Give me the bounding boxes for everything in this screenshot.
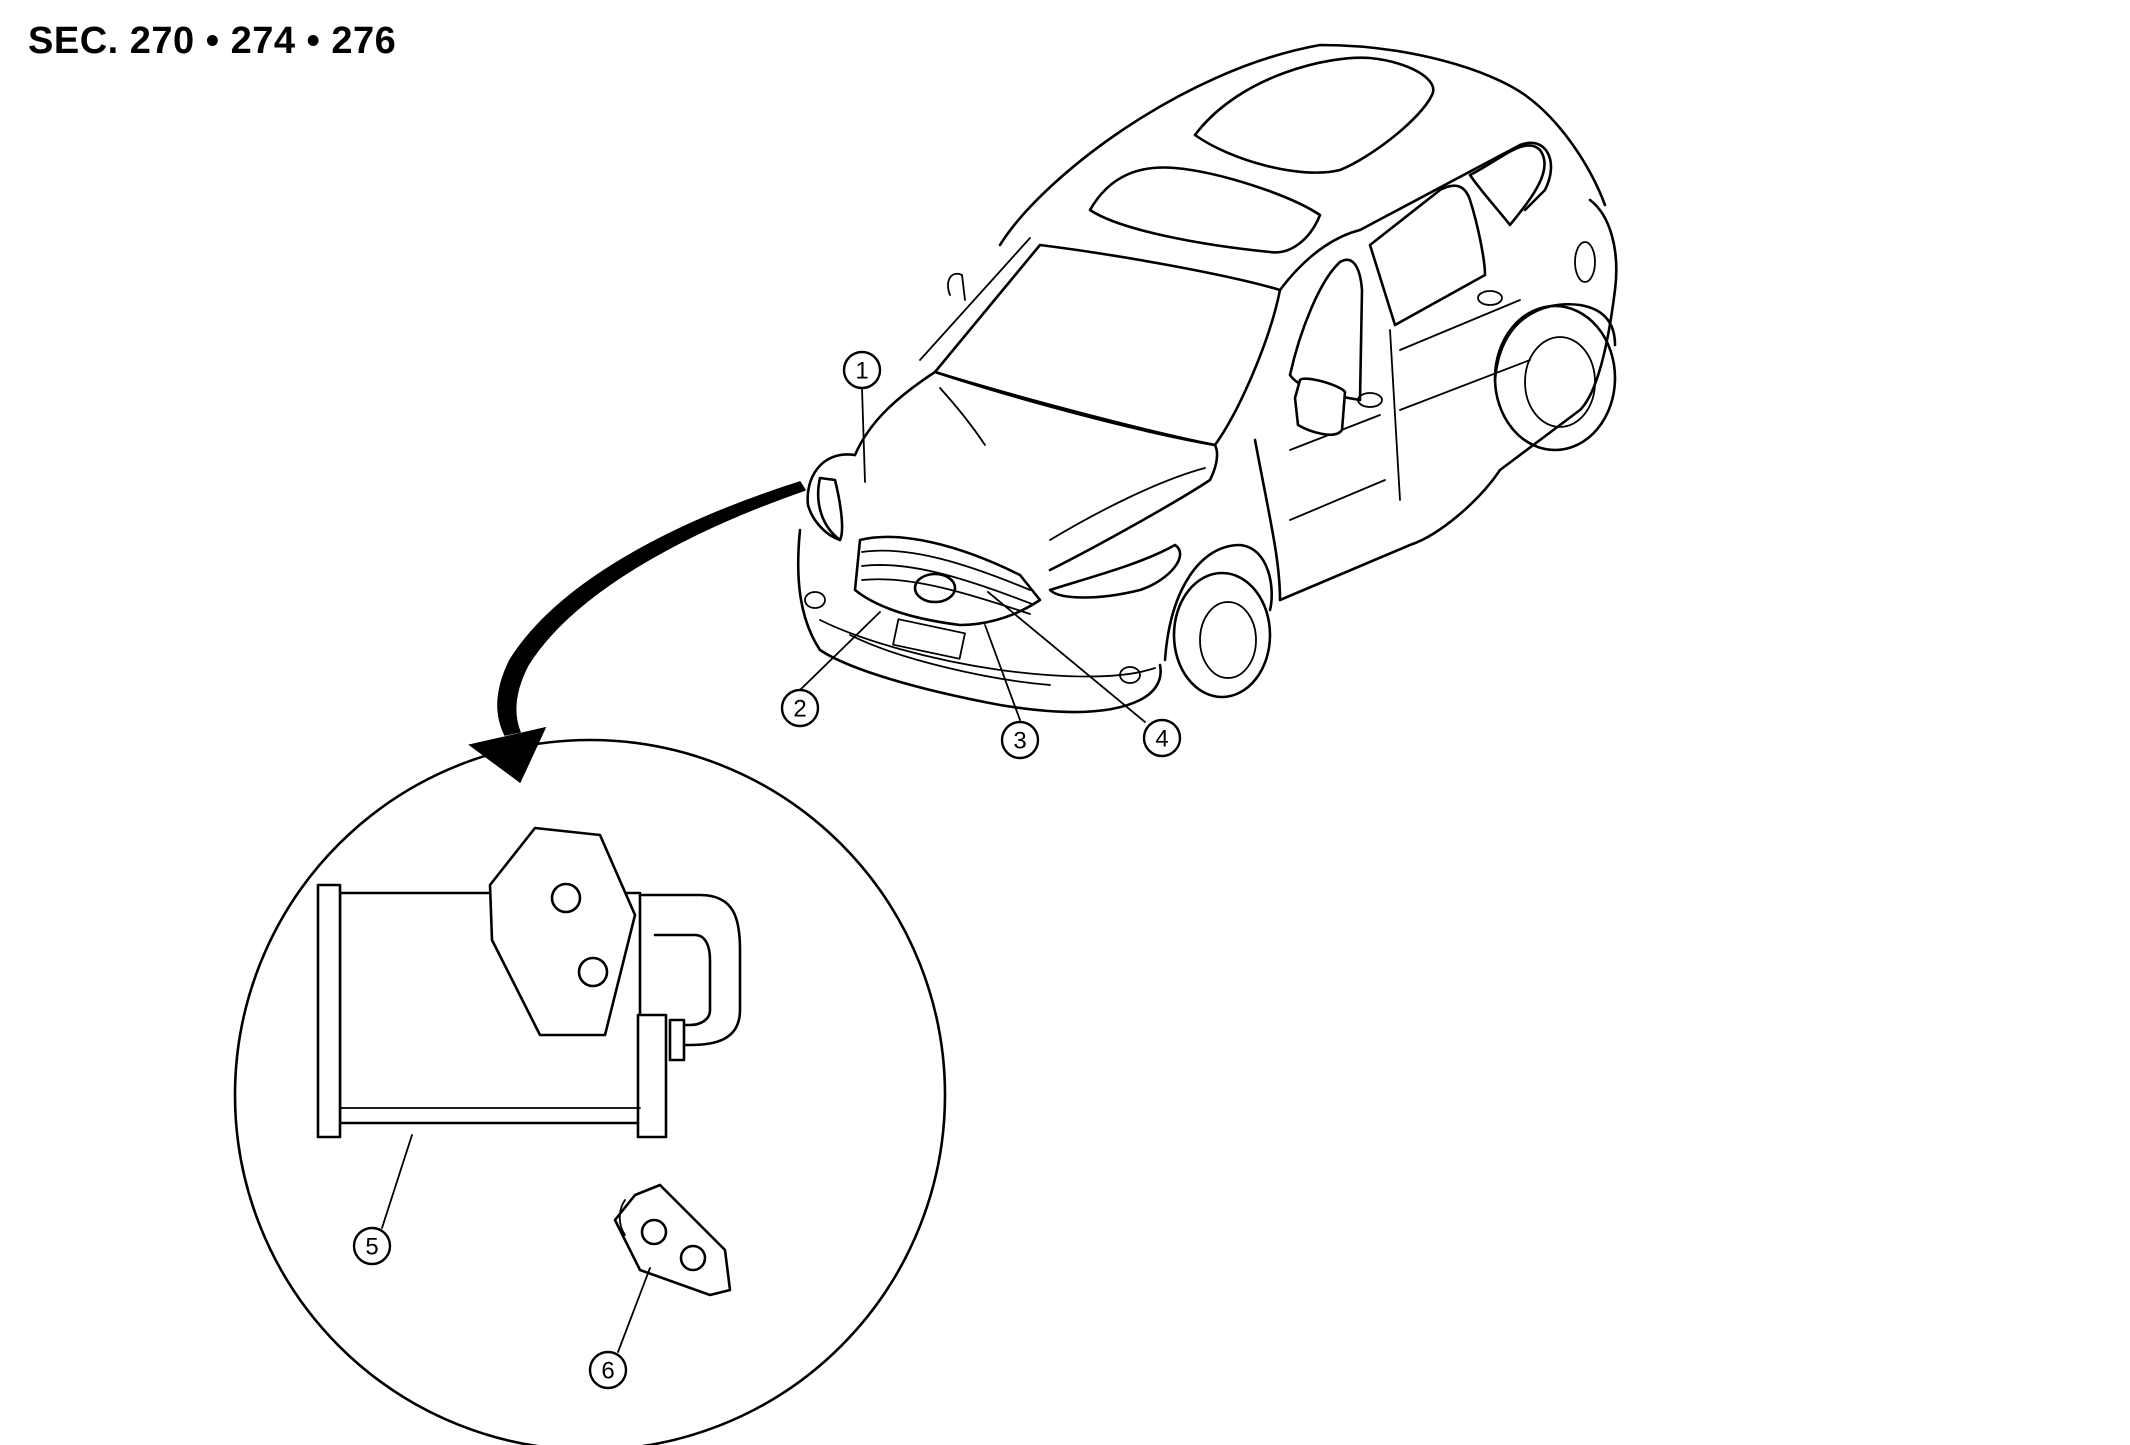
right-headlamp: [1048, 543, 1182, 599]
vehicle-leader-lines: [799, 387, 1146, 723]
rear-sunroof: [1193, 56, 1435, 174]
callout-label: 5: [365, 1234, 378, 1261]
front-door-handle: [1357, 392, 1383, 408]
left-fog-lamp: [804, 591, 826, 609]
emblem: [913, 572, 957, 604]
windshield: [933, 243, 1282, 447]
callout-label: 2: [793, 696, 806, 723]
callout-5: 5: [352, 1226, 392, 1266]
quarter-window: [1468, 144, 1546, 227]
section-label: SEC. 270 • 274 • 276: [28, 20, 397, 62]
fuel-lid: [1574, 241, 1596, 283]
callout-1: 1: [842, 350, 882, 390]
curved-arrow-icon: [468, 481, 807, 784]
callout-label: 4: [1155, 726, 1168, 753]
left-headlamp: [816, 476, 844, 542]
front-grille: [853, 535, 1042, 627]
condenser-right-tank: [636, 1013, 668, 1139]
front-wheel: [1172, 571, 1272, 699]
condenser-left-tank: [316, 883, 342, 1139]
rear-door-window: [1368, 184, 1487, 327]
callout-label: 6: [601, 1358, 614, 1385]
callout-4: 4: [1142, 718, 1182, 758]
mounting-bracket: [613, 1183, 732, 1297]
callout-label: 1: [855, 358, 868, 385]
license-plate: [892, 618, 966, 660]
front-bumper: [796, 528, 1162, 714]
callout-6: 6: [588, 1350, 628, 1390]
side-mirror: [1293, 377, 1347, 436]
right-fog-lamp: [1119, 666, 1141, 684]
suv-vehicle-illustration: [796, 43, 1618, 714]
hood: [853, 370, 1219, 572]
callout-2: 2: [780, 688, 820, 728]
callout-label: 3: [1013, 728, 1026, 755]
callout-3: 3: [1000, 720, 1040, 760]
pipe-flange-block: [488, 826, 637, 1037]
ac-condenser-detail-illustration: [233, 738, 947, 1445]
rear-door-handle: [1477, 290, 1503, 306]
detail-circle: [233, 738, 947, 1445]
front-sunroof: [1088, 166, 1322, 254]
